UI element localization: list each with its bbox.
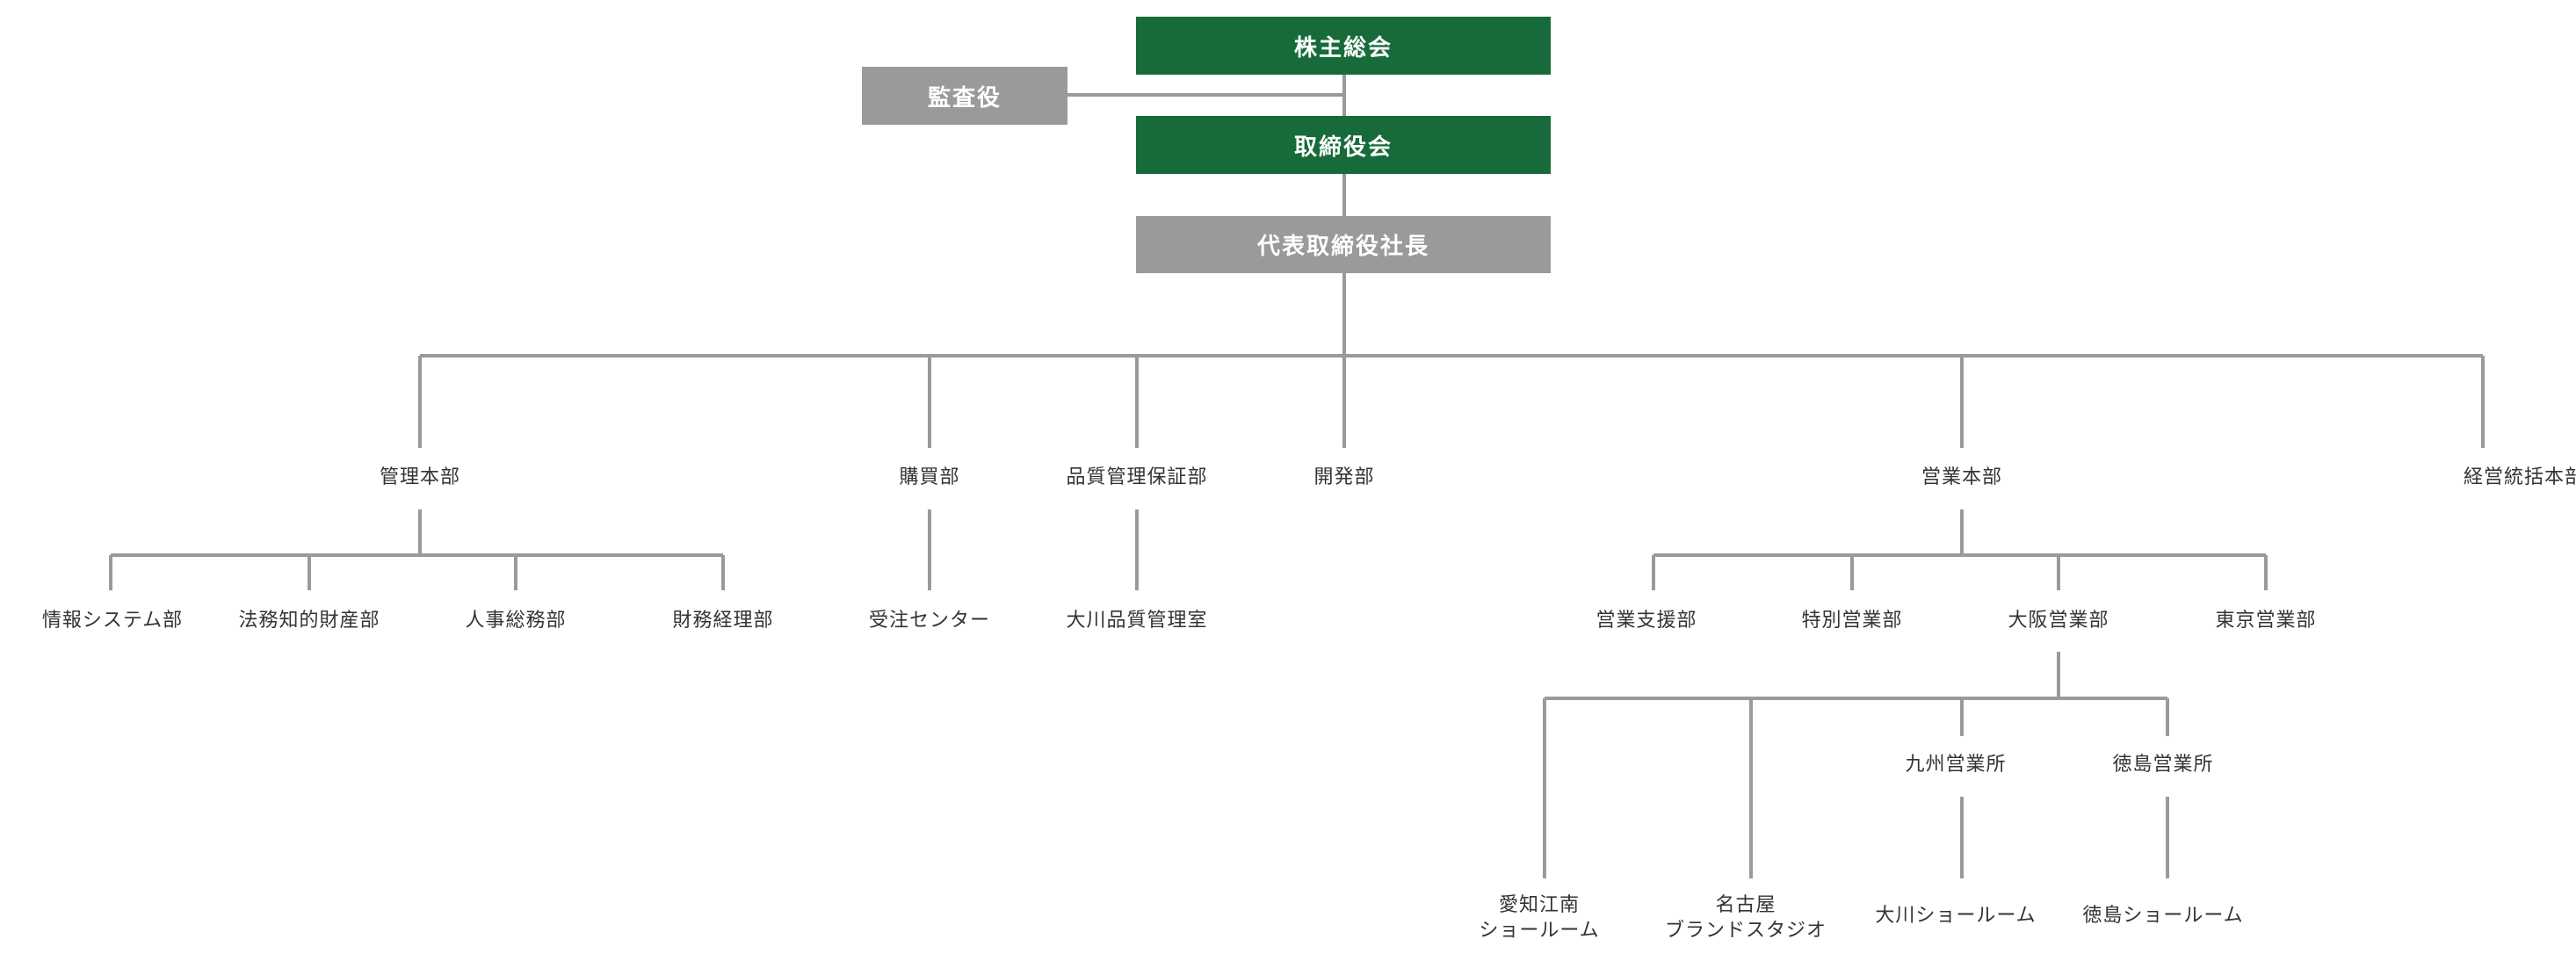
board-of-directors-label: 取締役会	[1293, 134, 1393, 161]
dept-development: 開発部	[1313, 466, 1375, 488]
showroom-aichi-konan-line2: ショールーム	[1479, 920, 1600, 942]
showroom-aichi-konan-line1: 愛知江南	[1498, 894, 1580, 916]
president-box: 代表取締役社長	[1136, 216, 1551, 273]
dept-management-hq: 経営統括本部	[2463, 466, 2576, 488]
dept-purchasing: 購買部	[899, 466, 960, 488]
dept-sales-hq: 営業本部	[1921, 466, 2003, 488]
unit-hr-general: 人事総務部	[465, 610, 567, 632]
showroom-nagoya-line2: ブランドスタジオ	[1664, 920, 1827, 942]
unit-okawa-qc: 大川品質管理室	[1066, 610, 1208, 632]
dept-quality-assurance: 品質管理保証部	[1066, 466, 1208, 488]
unit-tokyo-sales: 東京営業部	[2215, 610, 2317, 632]
showroom-aichi-konan: 愛知江南 ショールーム	[1479, 892, 1599, 943]
auditor-box: 監査役	[862, 67, 1067, 125]
unit-finance-accounting: 財務経理部	[672, 610, 774, 632]
unit-osaka-sales: 大阪営業部	[2008, 610, 2109, 632]
board-of-directors-box: 取締役会	[1136, 116, 1551, 174]
showroom-nagoya-brand-studio: 名古屋 ブランドスタジオ	[1665, 892, 1827, 943]
unit-sales-support: 営業支援部	[1596, 610, 1697, 632]
showroom-okawa: 大川ショールーム	[1875, 905, 2037, 927]
showroom-tokushima: 徳島ショールーム	[2082, 905, 2244, 927]
president-label: 代表取締役社長	[1256, 234, 1429, 260]
office-kyushu: 九州営業所	[1905, 754, 2007, 776]
dept-admin-hq: 管理本部	[379, 466, 461, 488]
shareholders-meeting-label: 株主総会	[1293, 34, 1393, 61]
unit-order-center: 受注センター	[868, 610, 991, 632]
unit-info-systems: 情報システム部	[41, 610, 184, 632]
office-tokushima: 徳島営業所	[2112, 754, 2214, 776]
unit-legal-ip: 法務知的財産部	[238, 610, 380, 632]
unit-special-sales: 特別営業部	[1801, 610, 1903, 632]
showroom-nagoya-line1: 名古屋	[1715, 894, 1776, 916]
shareholders-meeting-box: 株主総会	[1136, 17, 1551, 75]
auditor-label: 監査役	[927, 84, 1002, 112]
